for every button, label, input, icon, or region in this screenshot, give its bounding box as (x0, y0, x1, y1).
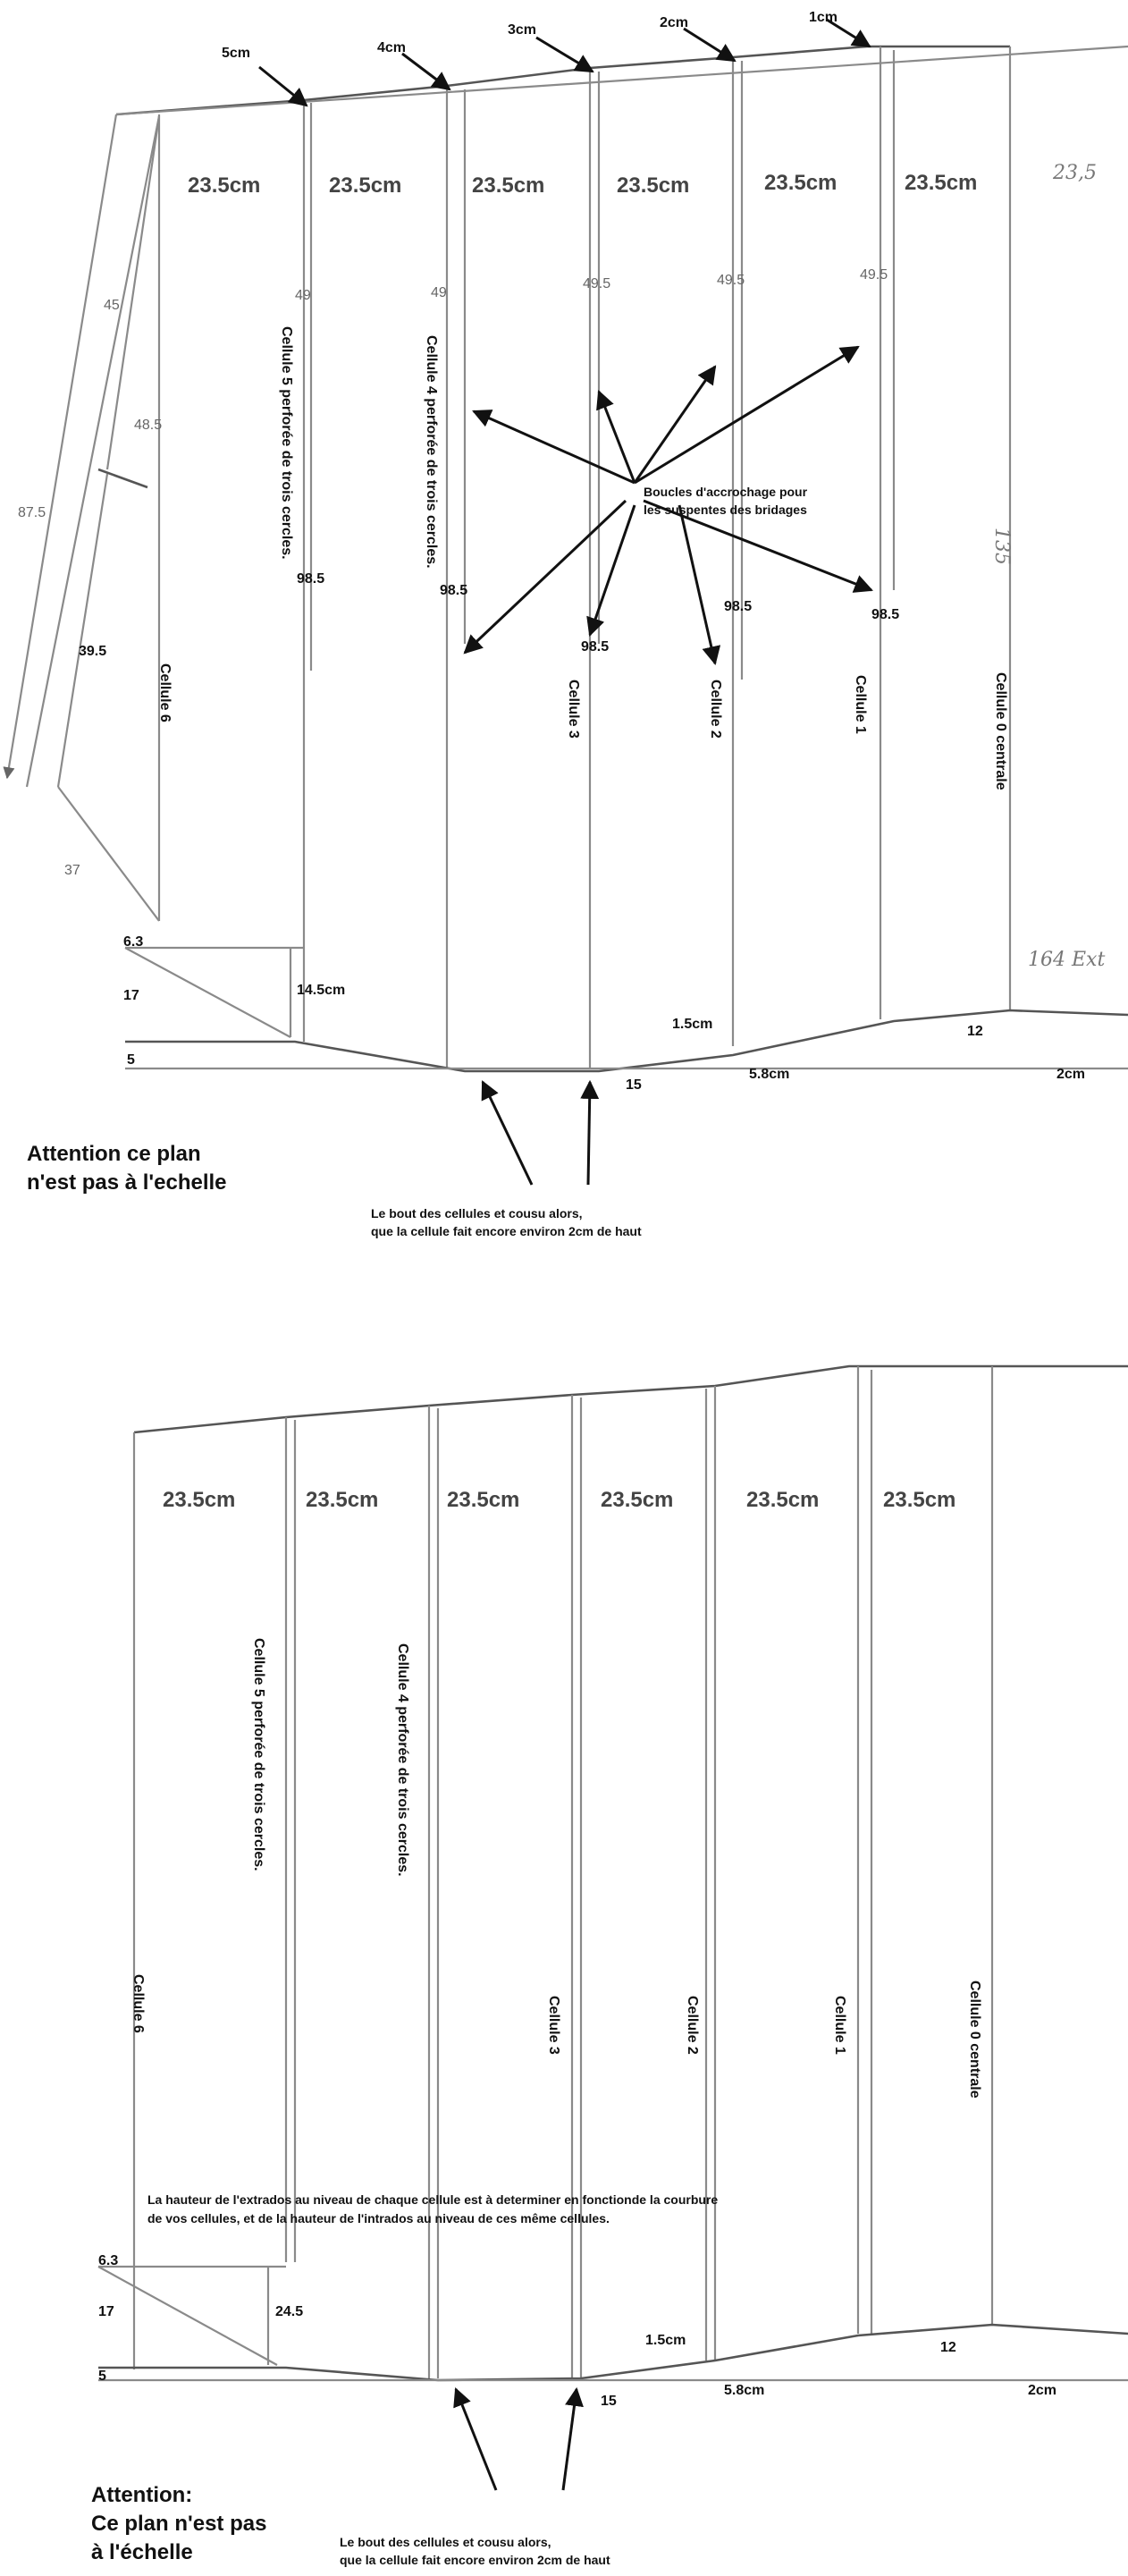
plan1-loop-bottom: 98.5 (724, 599, 752, 614)
plan2-top-edge (133, 1364, 1128, 1434)
plan1-cell-label: Cellule 0 centrale (993, 672, 1008, 790)
plan1-loop-top: 49.5 (583, 276, 610, 291)
plan1-bottom-note: Le bout des cellules et cousu alors, (371, 1206, 583, 1220)
plan1-hand-135: 135 (990, 528, 1013, 565)
plan1-bottom-dim: 15 (626, 1077, 642, 1093)
plan1-width-label: 23.5cm (764, 171, 837, 195)
plan1-wing-tip (3, 114, 304, 1038)
plan1-left-dim: 39.5 (79, 644, 106, 659)
plan1-offset-label: 4cm (377, 40, 406, 55)
plan1-cell-label: Cellule 4 perforée de trois cercles. (424, 335, 439, 569)
plan1-side-dim: 14.5cm (297, 983, 345, 998)
plan1-cell-label: Cellule 6 (157, 663, 173, 722)
plan2-bottom-dim: 15 (601, 2394, 617, 2409)
plan1-bottom-dim: 2cm (1056, 1067, 1085, 1082)
plan2-bottom-note: Le bout des cellules et cousu alors, (340, 2535, 551, 2549)
plan1-cell-lines (157, 46, 1012, 1068)
plan1-offset-arrows (258, 18, 871, 107)
plan1-cell-label: Cellule 5 perforée de trois cercles. (279, 326, 294, 560)
plan2-side-dim: 6.3 (98, 2253, 118, 2268)
plan1-width-label: 23.5cm (329, 173, 401, 198)
plan2-bottom-dim: 5.8cm (724, 2383, 764, 2398)
plan1-loop-top: 49.5 (860, 267, 888, 283)
plan1-width-label: 23.5cm (617, 173, 689, 198)
plan1-left-dim: 45 (104, 298, 120, 313)
plan2-side-dim: 24.5 (275, 2304, 303, 2319)
plan1-loops-label: Boucles d'accrochage pour (644, 485, 808, 499)
plan2-side-dim: 17 (98, 2304, 114, 2319)
plan2-extrados-note: La hauteur de l'extrados au niveau de ch… (147, 2192, 718, 2207)
plan2-warning: Ce plan n'est pas (91, 2512, 266, 2536)
plan1-loop-top: 49 (431, 285, 447, 300)
plan1-side-dim: 17 (123, 988, 139, 1003)
plan1-loop-top: 49 (295, 288, 311, 303)
plan2-bottom-dim: 2cm (1028, 2383, 1056, 2398)
plan1-bottom-dim: 5.8cm (749, 1067, 789, 1082)
plan1-width-label: 23.5cm (905, 171, 977, 195)
plan1-left-dim: 48.5 (134, 418, 162, 433)
plan1-loop-bottom: 98.5 (440, 583, 467, 598)
plan1-top-guide (115, 45, 1128, 116)
plan1-width-label: 23.5cm (188, 173, 260, 198)
plan1-cell-label: Cellule 1 (853, 675, 868, 734)
plan1-warning: Attention ce plan (27, 1142, 201, 1166)
plan2-note-arrow-right (561, 2386, 584, 2491)
plan1-note-arrow-left (481, 1080, 534, 1186)
plan2-width-label: 23.5cm (883, 1488, 955, 1512)
plan2-cell-label: Cellule 2 (685, 1996, 700, 2055)
plan-1: 5cm 4cm 3cm 2cm 1cm 23.5cm 23.5cm 23.5cm… (3, 10, 1128, 1238)
plan1-bottom-dim: 12 (967, 1024, 983, 1039)
plan2-note-arrow-left (453, 2387, 498, 2491)
plan1-loop-bottom: 98.5 (297, 571, 324, 587)
plan2-side-dim: 5 (98, 2369, 106, 2384)
plan1-left-dim: 87.5 (18, 505, 46, 520)
plan1-offset-label: 5cm (222, 46, 250, 61)
plan1-loop-bottom: 98.5 (581, 639, 609, 655)
plan2-cell-lines (132, 1366, 994, 2378)
plan2-width-label: 23.5cm (746, 1488, 819, 1512)
plan2-warning: à l'échelle (91, 2540, 193, 2564)
plan2-warning: Attention: (91, 2483, 192, 2507)
plan1-loop-top: 49.5 (717, 273, 745, 288)
plan1-warning: n'est pas à l'echelle (27, 1170, 227, 1195)
plan2-width-label: 23.5cm (306, 1488, 378, 1512)
plan1-loop-bottom: 98.5 (871, 607, 899, 622)
plan1-loop-arrows (463, 345, 873, 666)
plan-2: 23.5cm 23.5cm 23.5cm 23.5cm 23.5cm 23.5c… (91, 1364, 1128, 2567)
plan1-left-dim: 37 (64, 863, 80, 878)
plan2-bottom-note: que la cellule fait encore environ 2cm d… (340, 2553, 610, 2567)
plan2-width-label: 23.5cm (601, 1488, 673, 1512)
plan1-offset-label: 2cm (660, 15, 688, 30)
plan1-bottom-note: que la cellule fait encore environ 2cm d… (371, 1224, 642, 1238)
plan1-note-arrow-right (580, 1079, 600, 1186)
plan1-cell-label: Cellule 3 (566, 680, 581, 739)
plan1-cell-label: Cellule 2 (708, 680, 723, 739)
plan2-bottom-dim: 12 (940, 2340, 956, 2355)
plan2-cell-label: Cellule 6 (130, 1974, 146, 2033)
plan2-width-label: 23.5cm (163, 1488, 235, 1512)
plan1-bottom-edge (125, 1009, 1128, 1073)
plan1-bottom-dim: 1.5cm (672, 1017, 712, 1032)
plan2-width-label: 23.5cm (447, 1488, 519, 1512)
plan2-extrados-note: de vos cellules, et de la hauteur de l'i… (147, 2211, 610, 2225)
plan2-cell-label: Cellule 5 perforée de trois cercles. (251, 1638, 266, 1871)
plan1-offset-label: 3cm (508, 22, 536, 38)
plan1-hand-164: 164 Ext (1028, 949, 1105, 971)
plan1-side-dim: 5 (127, 1052, 135, 1068)
plan1-loops-label: les suspentes des bridages (644, 503, 807, 517)
plan1-width-hand: 23,5 (1052, 162, 1097, 184)
plan2-cell-label: Cellule 0 centrale (967, 1981, 982, 2099)
plan1-width-label: 23.5cm (472, 173, 544, 198)
plan2-bottom-dim: 1.5cm (645, 2333, 686, 2348)
plan2-bottom-edge (98, 2323, 1128, 2382)
plan1-offset-label: 1cm (809, 10, 838, 25)
plan2-cell-label: Cellule 1 (832, 1996, 847, 2055)
plan1-side-dim: 6.3 (123, 934, 143, 950)
plan2-cell-label: Cellule 4 perforée de trois cercles. (395, 1643, 410, 1877)
plan2-cell-label: Cellule 3 (546, 1996, 561, 2055)
